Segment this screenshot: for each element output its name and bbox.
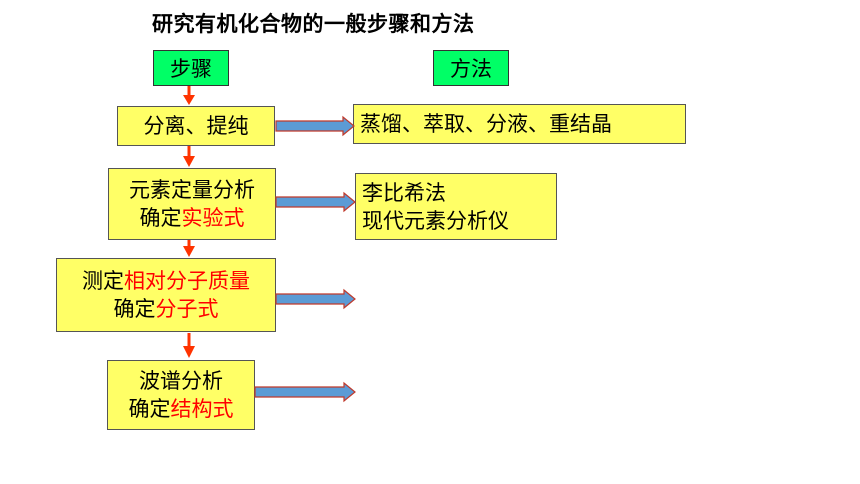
- right-arrow-4: [254, 381, 356, 403]
- right-arrow-1: [275, 115, 355, 137]
- down-arrows: [183, 86, 195, 358]
- down-arrow-2: [183, 146, 195, 167]
- step-3-line1: 测定相对分子质量: [82, 267, 250, 295]
- step-box-elemental-analysis: 元素定量分析 确定实验式: [108, 168, 276, 240]
- step-1-text: 分离、提纯: [143, 114, 249, 138]
- down-arrow-1: [183, 86, 195, 105]
- step-2-line2-prefix: 确定: [139, 206, 182, 230]
- down-arrow-3: [183, 240, 195, 257]
- step-2-line2: 确定实验式: [140, 204, 245, 232]
- step-4-line2: 确定结构式: [129, 395, 234, 423]
- header-steps: 步骤: [153, 50, 229, 86]
- right-arrow-2: [275, 191, 356, 213]
- step-3-line2: 确定分子式: [114, 295, 219, 323]
- header-methods-label: 方法: [450, 57, 492, 81]
- step-box-separation: 分离、提纯: [117, 106, 275, 146]
- header-steps-label: 步骤: [170, 57, 212, 81]
- down-arrow-4: [183, 333, 195, 358]
- step-4-line2-prefix: 确定: [128, 397, 171, 421]
- step-3-line1-highlight: 相对分子质量: [124, 269, 250, 293]
- right-arrow-3: [275, 288, 356, 310]
- step-4-line1: 波谱分析: [139, 369, 223, 393]
- step-box-spectral-analysis: 波谱分析 确定结构式: [107, 360, 255, 430]
- step-3-line1-prefix: 测定: [82, 269, 124, 293]
- step-4-line2-highlight: 结构式: [170, 397, 234, 421]
- step-box-molecular-mass: 测定相对分子质量 确定分子式: [56, 258, 276, 332]
- step-3-line2-highlight: 分子式: [155, 297, 219, 321]
- page-title: 研究有机化合物的一般步骤和方法: [152, 12, 475, 36]
- step-3-line2-prefix: 确定: [113, 297, 156, 321]
- step-2-line2-highlight: 实验式: [181, 206, 245, 230]
- method-box-separation: 蒸馏、萃取、分液、重结晶: [353, 104, 686, 144]
- right-arrows: [254, 115, 356, 403]
- header-methods: 方法: [433, 50, 509, 86]
- method-2-line1: 李比希法: [362, 180, 446, 205]
- method-2-line2: 现代元素分析仪: [362, 208, 509, 233]
- step-2-line1: 元素定量分析: [129, 178, 255, 202]
- method-box-elemental: 李比希法 现代元素分析仪: [355, 173, 557, 240]
- method-1-text: 蒸馏、萃取、分液、重结晶: [360, 112, 612, 136]
